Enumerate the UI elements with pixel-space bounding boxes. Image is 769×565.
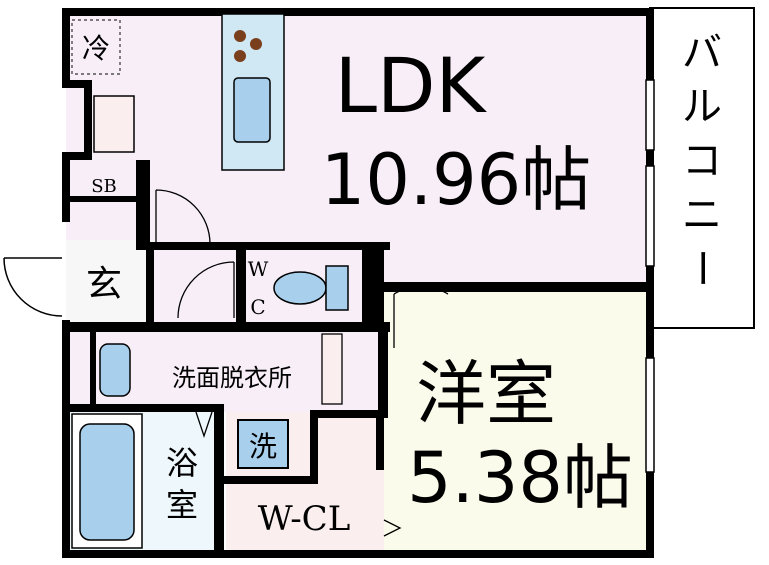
western-room-name: 洋室 [416,353,556,435]
wc-label-w: W [248,257,269,281]
window [645,79,655,473]
balcony-area [649,7,755,329]
bathtub-basin [79,423,135,541]
balcony-char: コ [682,138,722,184]
stove-burner [234,50,246,62]
balcony-label: バ ル コ ニ ー [678,30,724,288]
fridge-space [71,19,121,75]
washer-label: 洗 [249,430,277,463]
shoe-box-label: SB [91,176,117,197]
bath-label-top: 浴 [166,444,198,482]
wash-basin [99,343,131,397]
ldk-area: 10.96帖 [321,139,591,221]
ldk-name: LDK [335,41,488,130]
entrance-label: 玄 [86,264,122,305]
balcony-char: ー [678,248,724,288]
door-swing [155,189,449,537]
wc-label-c: C [250,295,265,319]
balcony-char: バ [682,30,722,76]
washroom-cabinet [321,333,343,405]
fridge-label: 冷 [82,32,110,65]
toilet-bowl [273,271,327,305]
kitchen-sink [233,77,271,143]
balcony-char: ニ [682,192,722,238]
ldk-floor [66,12,648,282]
washer-space [237,419,289,469]
walls [62,8,654,558]
washroom-label: 洗面脱衣所 [172,364,292,392]
toilet-tank [325,265,349,311]
stove-burner [250,38,262,50]
western-room-floor [384,290,648,550]
stove-burner [234,30,246,42]
closet-label: W-CL [258,499,351,539]
bath-label-bottom: 室 [166,486,198,524]
entrance-door-swing [3,257,63,317]
entrance-floor [66,240,156,326]
western-room-area: 5.38帖 [407,437,633,519]
storage-cupboard [93,95,135,153]
balcony-char: ル [682,84,722,130]
